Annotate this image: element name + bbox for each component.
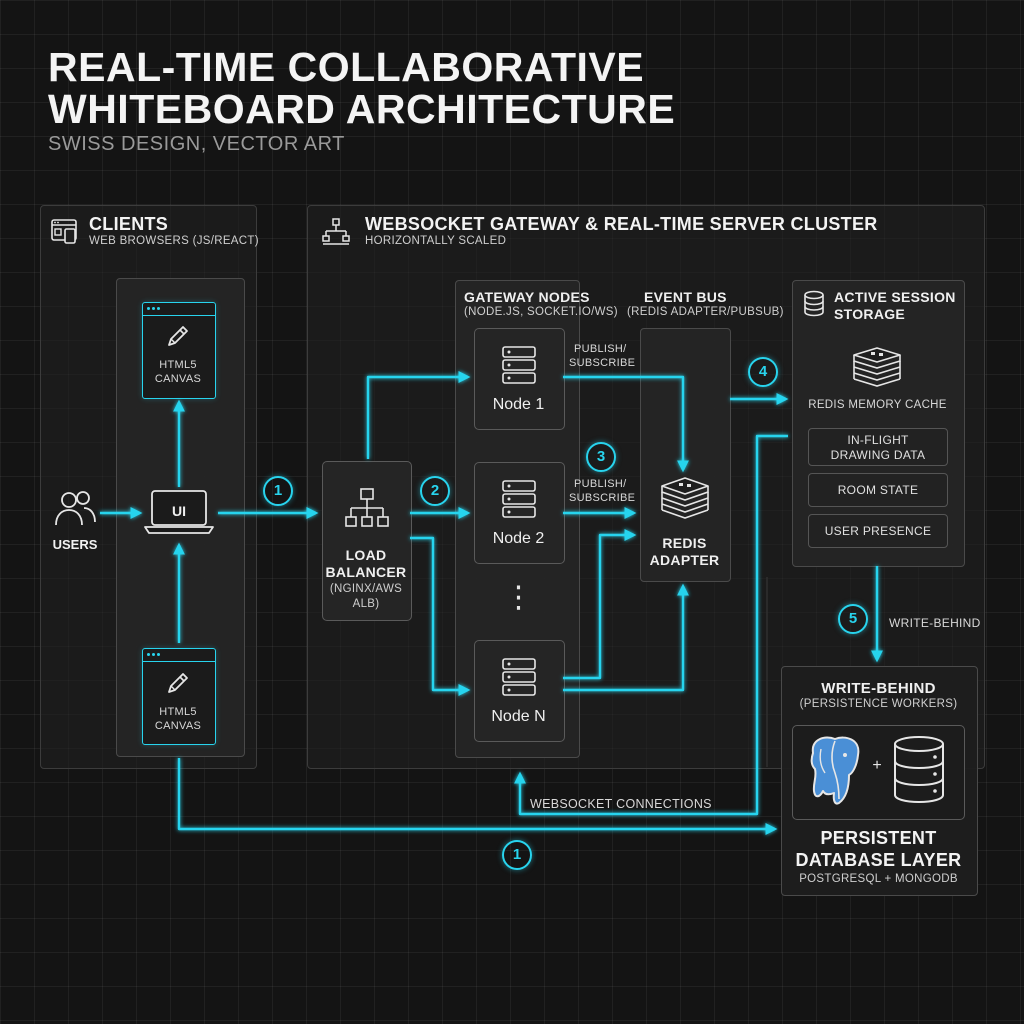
persistent-db-title-1: PERSISTENT — [820, 828, 937, 848]
session-storage-title-1: ACTIVE SESSION — [834, 289, 956, 305]
clients-title: CLIENTS — [89, 214, 169, 234]
cluster-subtitle: HORIZONTALLY SCALED — [365, 235, 507, 247]
room-state: ROOM STATE — [808, 473, 948, 507]
page-title-line-2: WHITEBOARD ARCHITECTURE — [48, 86, 676, 132]
gateway-nodes-title: GATEWAY NODES — [464, 289, 590, 305]
gateway-nodes-subtitle: (NODE.JS, SOCKET.IO/WS) — [464, 306, 618, 318]
write-behind-flow-label: WRITE-BEHIND — [889, 616, 981, 630]
load-balancer-label-2: BALANCER — [325, 564, 407, 580]
persistent-db-title-2: DATABASE LAYER — [795, 850, 962, 870]
websocket-connections-label: WEBSOCKET CONNECTIONS — [530, 797, 712, 811]
load-balancer-icon — [345, 488, 389, 527]
step-badge-2: 2 — [420, 476, 450, 506]
step-badge-3: 3 — [586, 442, 616, 472]
postgresql-elephant-icon — [810, 736, 860, 805]
user-presence: USER PRESENCE — [808, 514, 948, 548]
canvas-top-label-2: CANVAS — [154, 373, 202, 385]
redis-adapter-label-1: REDIS — [662, 535, 707, 551]
in-flight-label-1: IN-FLIGHT — [847, 433, 909, 447]
event-bus-title: EVENT BUS — [644, 289, 727, 305]
page-title-line-1: REAL-TIME COLLABORATIVE — [48, 44, 645, 90]
load-balancer-label-1: LOAD — [345, 547, 387, 563]
load-balancer-label-4: ALB) — [352, 598, 380, 610]
clients-subtitle: WEB BROWSERS (JS/REACT) — [89, 235, 259, 247]
session-storage-title-2: STORAGE — [834, 306, 906, 322]
cluster-title: WEBSOCKET GATEWAY & REAL-TIME SERVER CLU… — [365, 214, 878, 234]
users-label: USERS — [52, 537, 98, 552]
pencil-icon — [168, 326, 188, 346]
in-flight-drawing-data: IN-FLIGHT DRAWING DATA — [808, 428, 948, 466]
canvas-bottom-label-1: HTML5 — [159, 706, 197, 718]
gateway-node-n-label: Node N — [491, 708, 546, 725]
in-flight-label-2: DRAWING DATA — [830, 448, 926, 462]
step-badge-4: 4 — [748, 357, 778, 387]
gateway-node-1 — [474, 328, 565, 430]
redis-adapter-label-2: ADAPTER — [649, 552, 720, 568]
publish-subscribe-label-2b: SUBSCRIBE — [569, 492, 636, 504]
persistent-db-subtitle: POSTGRESQL + MONGODB — [799, 873, 958, 885]
step-badge-1-bottom: 1 — [502, 840, 532, 870]
database-icon — [804, 290, 824, 317]
ui-label: UI — [172, 503, 186, 519]
publish-subscribe-label-2a: PUBLISH/ — [574, 478, 627, 490]
persistence-subtitle: (PERSISTENCE WORKERS) — [799, 698, 958, 710]
database-stack-icon — [894, 736, 944, 804]
server-icon — [502, 480, 536, 518]
canvas-bottom-label-2: CANVAS — [154, 720, 202, 732]
load-balancer-box — [322, 461, 412, 621]
persistence-title: WRITE-BEHIND — [821, 680, 936, 697]
cluster-network-icon — [322, 218, 350, 245]
redis-memory-cache-label: REDIS MEMORY CACHE — [808, 399, 947, 411]
publish-subscribe-label-1b: SUBSCRIBE — [569, 357, 636, 369]
server-icon — [502, 346, 536, 384]
gateway-node-2-label: Node 2 — [492, 530, 545, 547]
event-bus-subtitle: (REDIS ADAPTER/PUBSUB) — [627, 306, 784, 318]
redis-stack-icon — [661, 477, 709, 519]
html5-canvas-top — [142, 302, 216, 399]
server-icon — [502, 658, 536, 696]
publish-subscribe-label-1a: PUBLISH/ — [574, 343, 627, 355]
laptop-icon — [144, 490, 214, 534]
redis-cache-icon — [853, 347, 901, 387]
plus-sign: + — [872, 757, 882, 774]
canvas-top-label-1: HTML5 — [159, 359, 197, 371]
page-subtitle: SWISS DESIGN, VECTOR ART — [48, 133, 345, 155]
load-balancer-label-3: (NGINX/AWS — [329, 583, 403, 595]
users-icon — [55, 491, 96, 526]
pencil-icon — [168, 673, 188, 693]
step-badge-5: 5 — [838, 604, 868, 634]
step-badge-1: 1 — [263, 476, 293, 506]
more-nodes-ellipsis: ⋮ — [503, 581, 534, 614]
browser-icon — [51, 219, 77, 244]
html5-canvas-bottom — [142, 648, 216, 745]
gateway-node-1-label: Node 1 — [492, 396, 545, 413]
